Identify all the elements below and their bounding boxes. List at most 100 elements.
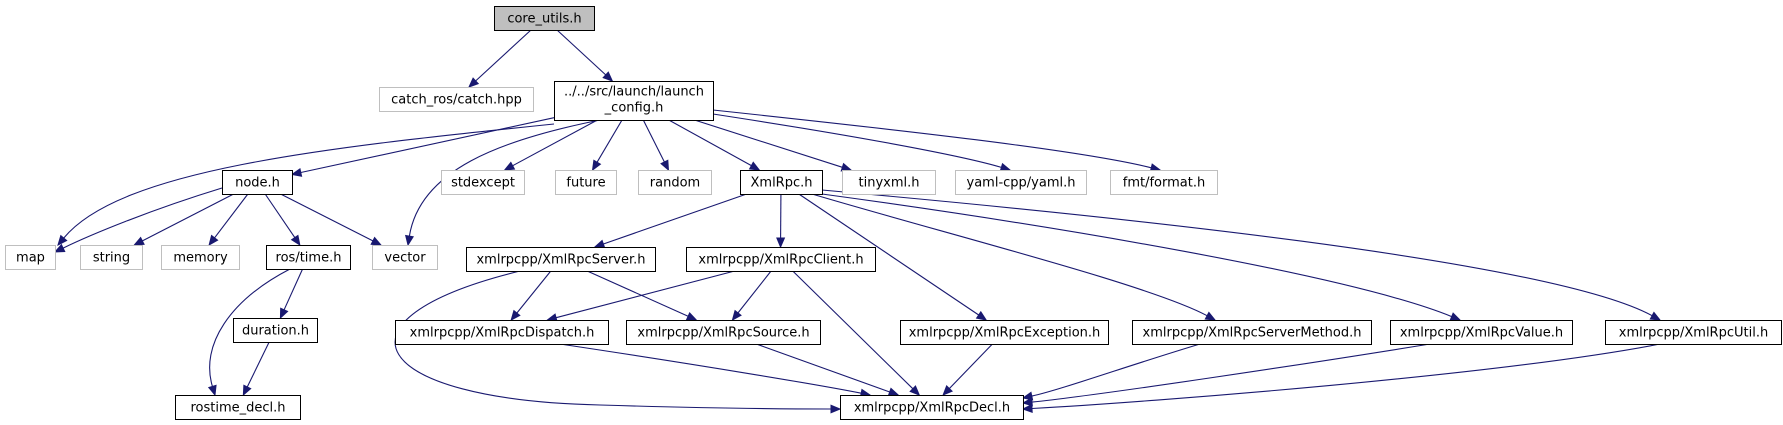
node-box — [842, 170, 936, 195]
arrowhead-icon — [1021, 403, 1033, 414]
arrowhead-icon — [53, 243, 66, 253]
arrowhead-icon — [1021, 397, 1033, 407]
node-box — [1390, 320, 1573, 345]
edge-line — [642, 119, 665, 163]
node-rostime-decl[interactable]: rostime_decl.h — [175, 395, 301, 420]
arrowhead-icon — [840, 162, 853, 172]
edge-node-to-vector — [280, 193, 383, 246]
edge-line — [949, 343, 993, 389]
edge-line — [694, 119, 843, 168]
edge-server-to-dispatch — [510, 270, 552, 321]
node-label: xmlrpcpp/XmlRpcSource.h — [637, 326, 809, 341]
edge-launch_config-to-xmlrpc — [668, 119, 761, 171]
nodes-layer: core_utils.h catch_ros/catch.hpp ../../src… — [5, 6, 1782, 420]
arrowhead-icon — [1649, 311, 1662, 321]
node-node[interactable]: node.h — [222, 170, 293, 195]
arrowhead-icon — [975, 310, 988, 321]
node-label: xmlrpcpp/XmlRpcValue.h — [1400, 326, 1563, 341]
node-label: catch_ros/catch.hpp — [391, 93, 522, 108]
node-servermethod[interactable]: xmlrpcpp/XmlRpcServerMethod.h — [1132, 320, 1372, 345]
node-label: tinyxml.h — [859, 176, 920, 191]
edge-line — [1031, 343, 1431, 403]
node-xmlrpc[interactable]: XmlRpc.h — [740, 170, 823, 195]
edge-launch_config-to-map — [57, 123, 555, 246]
arrowhead-icon — [207, 384, 217, 397]
edge-line — [737, 270, 772, 314]
edge-exception-to-decl — [942, 343, 993, 396]
edge-xmlrpc-to-exception — [798, 193, 988, 321]
node-duration[interactable]: duration.h — [233, 318, 318, 343]
node-label: vector — [384, 251, 426, 266]
node-value[interactable]: xmlrpcpp/XmlRpcValue.h — [1390, 320, 1573, 345]
node-rostime[interactable]: ros/time.h — [266, 245, 351, 270]
arrowhead-icon — [776, 237, 786, 249]
edge-xmlrpc-to-servermethod — [811, 193, 1217, 321]
node-server[interactable]: xmlrpcpp/XmlRpcServer.h — [466, 247, 656, 272]
node-box — [372, 245, 438, 270]
edge-launch_config-to-node — [290, 117, 555, 177]
edge-line — [792, 270, 914, 390]
node-box — [161, 245, 240, 270]
edge-client-to-dispatch — [546, 270, 735, 323]
node-box — [955, 170, 1087, 195]
node-box — [626, 320, 821, 345]
node-label: xmlrpcpp/XmlRpcServerMethod.h — [1143, 326, 1362, 341]
arrowhead-icon — [999, 162, 1012, 172]
node-label: memory — [173, 251, 228, 266]
node-label: ros/time.h — [276, 251, 342, 266]
node-core-utils: core_utils.h — [494, 6, 595, 31]
edge-xmlrpc-to-value — [821, 193, 1462, 321]
edge-line — [712, 113, 1002, 168]
edge-launch_config-to-stdexcept — [503, 119, 598, 171]
node-label: XmlRpc.h — [751, 176, 813, 191]
edge-line — [408, 119, 601, 237]
edge-line — [214, 193, 249, 239]
edge-server-to-source — [586, 270, 698, 321]
node-source[interactable]: xmlrpcpp/XmlRpcSource.h — [626, 320, 821, 345]
node-label: xmlrpcpp/XmlRpcServer.h — [476, 253, 645, 268]
arrowhead-icon — [942, 385, 953, 396]
node-label: string — [93, 251, 130, 266]
edge-core_utils-to-launch_config — [556, 29, 614, 82]
node-label: xmlrpcpp/XmlRpcClient.h — [698, 253, 863, 268]
arrowhead-icon — [133, 236, 145, 246]
node-box — [840, 395, 1024, 420]
node-box — [5, 245, 56, 270]
node-box — [1110, 170, 1218, 195]
node-util[interactable]: xmlrpcpp/XmlRpcUtil.h — [1605, 320, 1782, 345]
edge-node-to-string — [133, 193, 234, 246]
edge-line — [811, 193, 1208, 317]
edge-xmlrpc-to-client — [776, 193, 786, 249]
node-dispatch[interactable]: xmlrpcpp/XmlRpcDispatch.h — [395, 320, 609, 345]
edge-launch_config-to-random — [642, 119, 670, 172]
edge-line — [556, 29, 607, 76]
node-memory: memory — [161, 245, 240, 270]
node-box — [900, 320, 1109, 345]
node-label: xmlrpcpp/XmlRpcDispatch.h — [410, 326, 595, 341]
node-catch: catch_ros/catch.hpp — [379, 87, 534, 112]
node-exception[interactable]: xmlrpcpp/XmlRpcException.h — [900, 320, 1109, 345]
edge-line — [1031, 343, 1201, 397]
node-box — [1132, 320, 1372, 345]
node-label: fmt/format.h — [1123, 176, 1205, 191]
node-client[interactable]: xmlrpcpp/XmlRpcClient.h — [686, 247, 876, 272]
arrowhead-icon — [1449, 312, 1462, 321]
edge-rostime-to-rostime_decl — [207, 268, 291, 397]
edge-line — [586, 270, 689, 317]
arrowhead-icon — [290, 167, 303, 177]
edge-line — [596, 119, 623, 163]
edges-layer — [53, 29, 1662, 414]
node-box — [494, 6, 595, 31]
node-box — [233, 318, 318, 343]
edge-util-to-decl — [1021, 343, 1661, 414]
node-map: map — [5, 245, 56, 270]
arrowhead-icon — [887, 387, 900, 397]
edge-line — [603, 193, 747, 245]
edge-line — [283, 268, 304, 311]
edge-line — [798, 193, 980, 316]
node-box — [638, 170, 712, 195]
node-launch-config[interactable]: ../../src/launch/launch_config.h — [554, 81, 714, 121]
node-decl[interactable]: xmlrpcpp/XmlRpcDecl.h — [840, 395, 1024, 420]
node-box — [175, 395, 301, 420]
